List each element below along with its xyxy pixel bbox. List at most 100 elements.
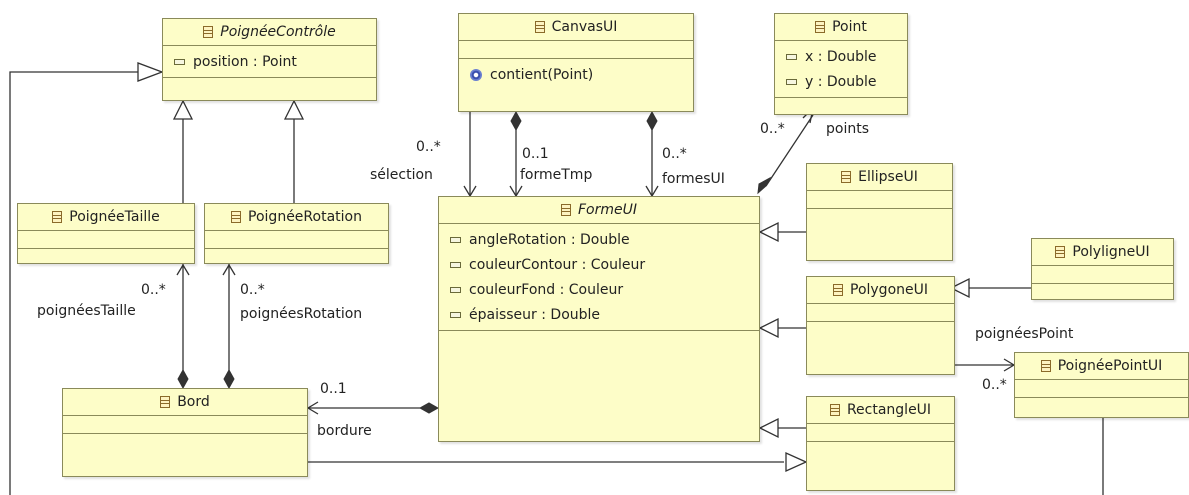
composition-diamond [223,368,235,390]
generalization-arrow [137,62,164,82]
class-point[interactable]: Point x : Double y : Double [774,13,908,115]
attributes-compartment [205,231,388,249]
bordure-multiplicity: 0..1 [320,381,347,397]
class-header: RectangleUI [807,397,954,424]
class-name: Point [832,19,867,35]
generalization-arrow [785,451,808,473]
composition-diamond [177,368,189,390]
class-header: EllipseUI [807,164,952,191]
class-icon [841,171,852,183]
class-name: PoignéeRotation [248,209,362,225]
attributes-compartment [1015,380,1188,398]
attributes-compartment [63,416,307,434]
class-header: Point [775,14,907,41]
class-rectangle-ui[interactable]: RectangleUI [806,396,955,491]
attribute-row[interactable]: y : Double [775,69,907,94]
navigability-arrow [222,263,236,276]
class-icon [52,211,63,223]
class-header: CanvasUI [459,14,693,41]
class-name: FormeUI [577,202,637,218]
operations-compartment: contient(Point) [459,59,693,90]
rotation-role: poignéesRotation [240,306,363,322]
class-ellipse-ui[interactable]: EllipseUI [806,163,953,261]
class-polyligne-ui[interactable]: PolyligneUI [1031,238,1174,300]
formetmp-role: formeTmp [520,167,593,183]
operation-icon [470,68,482,81]
class-icon [1055,246,1066,258]
attributes-compartment [807,191,952,209]
class-name: CanvasUI [551,19,618,35]
composition-diamond [757,176,772,195]
class-name: Bord [177,394,210,410]
taille-multiplicity: 0..* [141,282,166,298]
class-icon [815,21,826,33]
attribute-row[interactable]: couleurContour : Couleur [439,252,759,277]
attributes-compartment: x : Double y : Double [775,41,907,98]
class-header: PoignéeRotation [205,204,388,231]
bordure-role: bordure [317,423,372,439]
operation-row[interactable]: contient(Point) [459,62,693,87]
generalization-arrow [758,417,779,439]
class-forme-ui[interactable]: FormeUI angleRotation : Double couleurCo… [438,196,760,442]
bord-to-poignee-controle-line [9,71,162,495]
selection-multiplicity: 0..* [416,139,441,155]
class-icon [160,396,171,408]
points-multiplicity: 0..* [760,121,785,137]
composition-diamond [646,110,658,132]
generalization-arrow [172,99,194,120]
rotation-multiplicity: 0..* [240,282,265,298]
class-poignee-point-ui[interactable]: PoignéePointUI [1014,352,1189,418]
class-name: EllipseUI [858,169,918,185]
class-name: PoignéeContrôle [220,24,336,40]
points-line [765,114,814,187]
formetmp-multiplicity: 0..1 [522,146,549,162]
attribute-row[interactable]: épaisseur : Double [439,302,759,327]
class-icon [833,284,843,296]
generalization-arrow [949,277,970,299]
generalization-arrow [758,221,779,243]
formesui-role: formesUI [662,171,725,187]
class-icon [534,21,545,33]
class-canvas-ui[interactable]: CanvasUI contient(Point) [458,13,694,112]
attribute-icon [450,286,461,293]
class-name: PoignéeTaille [69,209,160,225]
composition-diamond [418,402,440,414]
class-bord[interactable]: Bord [62,388,308,477]
poignees-point-role: poignéesPoint [975,326,1074,342]
generalization-arrow [758,317,779,339]
attribute-row[interactable]: couleurFond : Couleur [439,277,759,302]
class-header: PoignéePointUI [1015,353,1188,380]
points-role: points [826,121,869,137]
attributes-compartment [18,231,194,249]
class-poignee-rotation[interactable]: PoignéeRotation [204,203,389,264]
attribute-icon [174,58,185,65]
class-polygone-ui[interactable]: PolygoneUI [806,276,955,375]
generalization-arrow [283,99,305,120]
attributes-compartment: angleRotation : Double couleurContour : … [439,224,759,331]
class-header: FormeUI [439,197,759,224]
class-poignee-controle[interactable]: PoignéeContrôle position : Point [162,18,377,101]
selection-role: sélection [370,167,433,183]
class-header: PoignéeTaille [18,204,194,231]
attribute-icon [450,236,461,243]
attributes-compartment [807,424,954,442]
attribute-row[interactable]: angleRotation : Double [439,227,759,252]
class-poignee-taille[interactable]: PoignéeTaille [17,203,195,264]
attributes-compartment [1032,266,1173,284]
attribute-icon [450,311,461,318]
attribute-row[interactable]: position : Point [163,49,376,74]
class-icon [829,404,840,416]
attributes-compartment [459,41,693,59]
navigability-arrow [176,263,190,276]
attribute-row[interactable]: x : Double [775,44,907,69]
attribute-icon [786,53,797,60]
formesui-multiplicity: 0..* [662,146,687,162]
attribute-icon [786,78,797,85]
class-header: Bord [63,389,307,416]
class-name: PolygoneUI [850,282,928,298]
class-header: PolyligneUI [1032,239,1173,266]
class-icon [560,204,571,216]
class-icon [231,211,242,223]
attribute-icon [450,261,461,268]
class-header: PolygoneUI [807,277,954,304]
